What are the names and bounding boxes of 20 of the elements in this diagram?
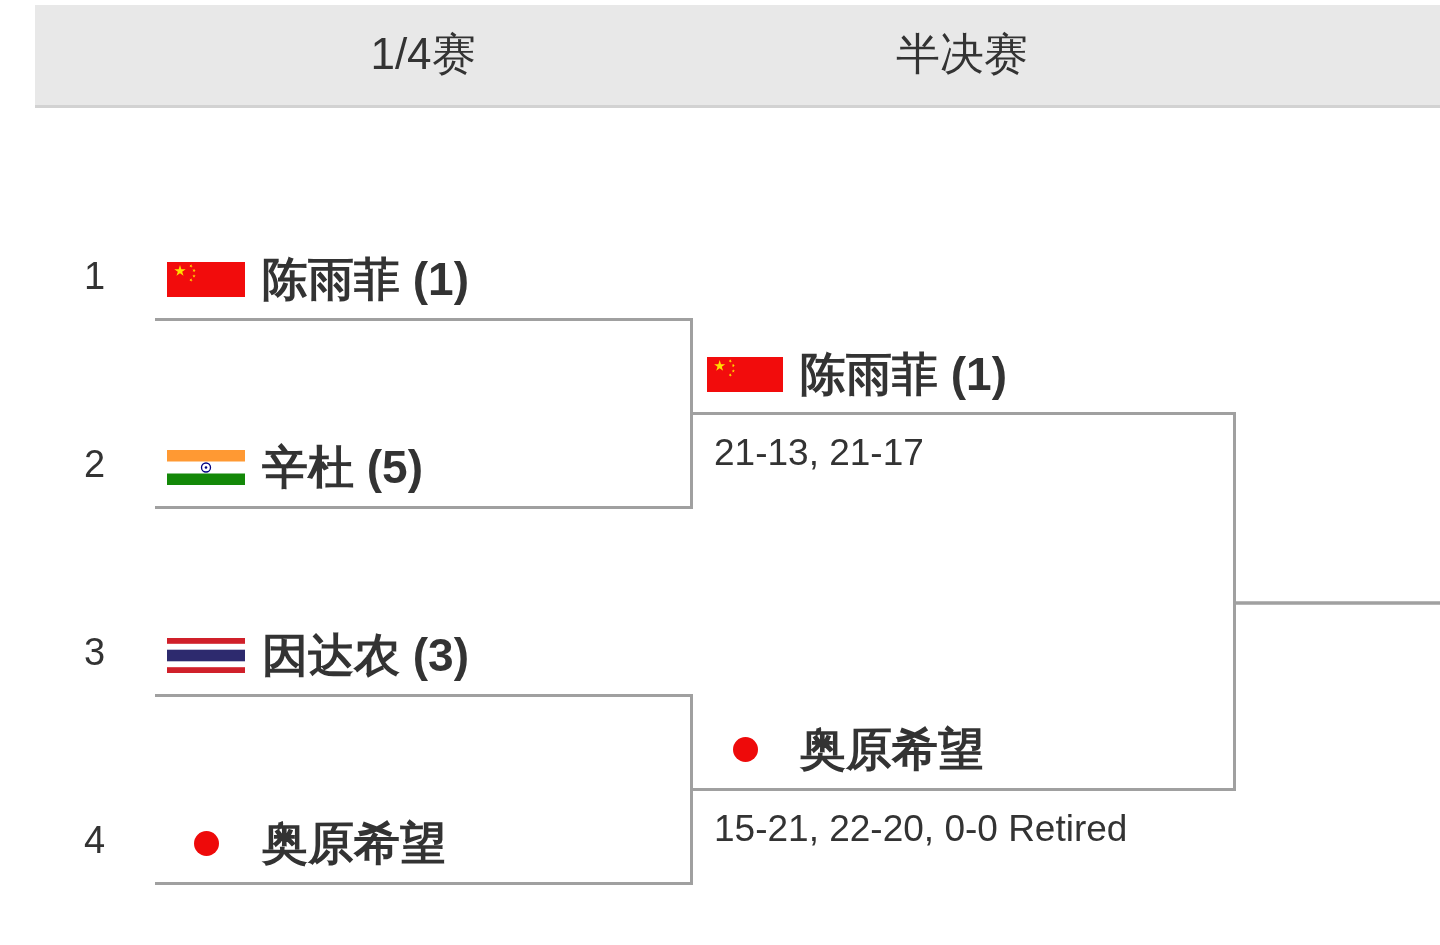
bracket-line [690,694,693,791]
seed-number: 3 [84,632,106,674]
player-name: 因达农 (3) [262,628,469,682]
seed-number: 1 [84,256,106,298]
bracket-line [1233,601,1440,791]
bracket-line [690,318,693,415]
player-name: 奥原希望 [262,816,446,870]
match-score: 15-21, 22-20, 0-0 Retired [714,807,1128,851]
seed-number: 4 [84,820,106,862]
player-name: 陈雨菲 (1) [262,252,469,306]
column-title: 1/4赛 [370,28,476,80]
header-band [35,5,1440,108]
seed-number: 2 [84,444,106,486]
player-name: 奥原希望 [800,722,984,776]
player-name: 陈雨菲 (1) [800,348,1007,401]
column-title: 半决赛 [896,28,1028,80]
match-score: 21-13, 21-17 [714,431,924,475]
bracket-line [690,412,693,509]
bracket-line [690,788,693,885]
player-name: 辛杜 (5) [262,440,423,494]
